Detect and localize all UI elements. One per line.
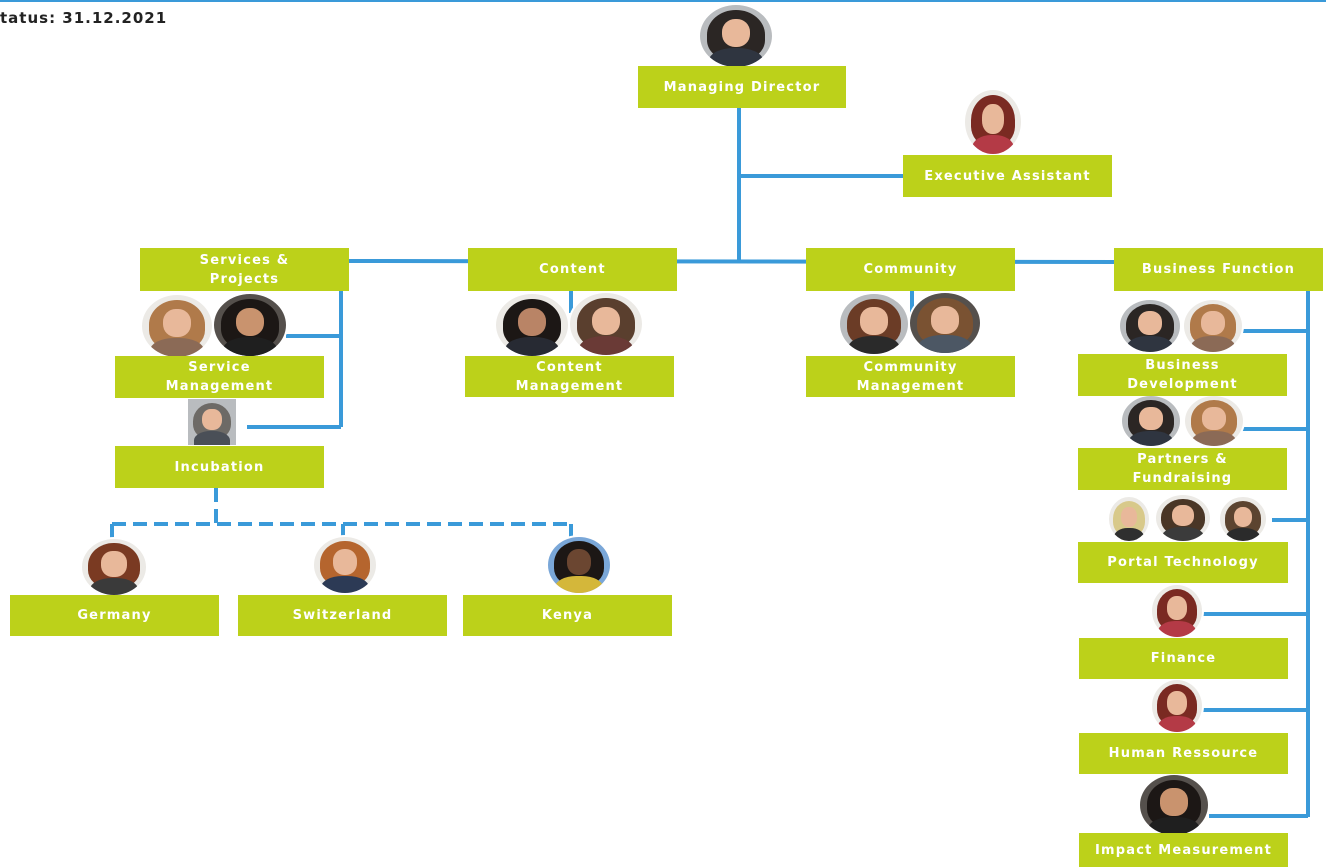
node-executive-assistant: Executive Assistant: [903, 155, 1112, 197]
content-management-photo-2: [568, 291, 644, 357]
node-business-function: Business Function: [1114, 248, 1323, 291]
node-business-development: Business Development: [1078, 354, 1287, 396]
portal-technology-photo-2: [1154, 493, 1212, 543]
portal-technology-photo-1: [1107, 495, 1151, 543]
human-ressource-photo: [1150, 678, 1204, 734]
kenya-photo: [546, 535, 612, 595]
executive-assistant-photo: [963, 88, 1023, 156]
community-management-photo-1: [838, 292, 910, 356]
node-service-management: Service Management: [115, 356, 324, 398]
node-human-ressource: Human Ressource: [1079, 733, 1288, 774]
node-incubation: Incubation: [115, 446, 324, 488]
status-date: tatus: 31.12.2021: [0, 9, 168, 27]
service-management-photo-2: [212, 292, 288, 358]
business-development-photo-1: [1118, 298, 1182, 354]
business-development-photo-2: [1182, 298, 1244, 354]
portal-technology-photo-3: [1218, 495, 1268, 543]
finance-photo: [1150, 583, 1204, 639]
node-managing-director: Managing Director: [638, 66, 846, 108]
community-management-photo-2: [908, 291, 982, 355]
switzerland-photo: [312, 535, 378, 595]
incubation-photo: [188, 399, 236, 445]
partners-fundraising-photo-2: [1183, 394, 1245, 448]
node-content-management: Content Management: [465, 356, 674, 397]
node-finance: Finance: [1079, 638, 1288, 679]
node-partners-fundraising: Partners & Fundraising: [1078, 448, 1287, 490]
node-switzerland: Switzerland: [238, 595, 447, 636]
germany-photo: [80, 537, 148, 597]
impact-measurement-photo: [1138, 773, 1210, 837]
node-impact-measurement: Impact Measurement: [1079, 833, 1288, 867]
node-content: Content: [468, 248, 677, 291]
node-portal-technology: Portal Technology: [1078, 542, 1288, 583]
node-germany: Germany: [10, 595, 219, 636]
managing-director-photo: [698, 3, 774, 69]
node-community: Community: [806, 248, 1015, 291]
node-kenya: Kenya: [463, 595, 672, 636]
content-management-photo-1: [494, 292, 570, 358]
node-services-projects: Services & Projects: [140, 248, 349, 291]
partners-fundraising-photo-1: [1120, 394, 1182, 448]
service-management-photo-1: [140, 293, 214, 359]
node-community-management: Community Management: [806, 356, 1015, 397]
top-rule: [0, 0, 1326, 2]
